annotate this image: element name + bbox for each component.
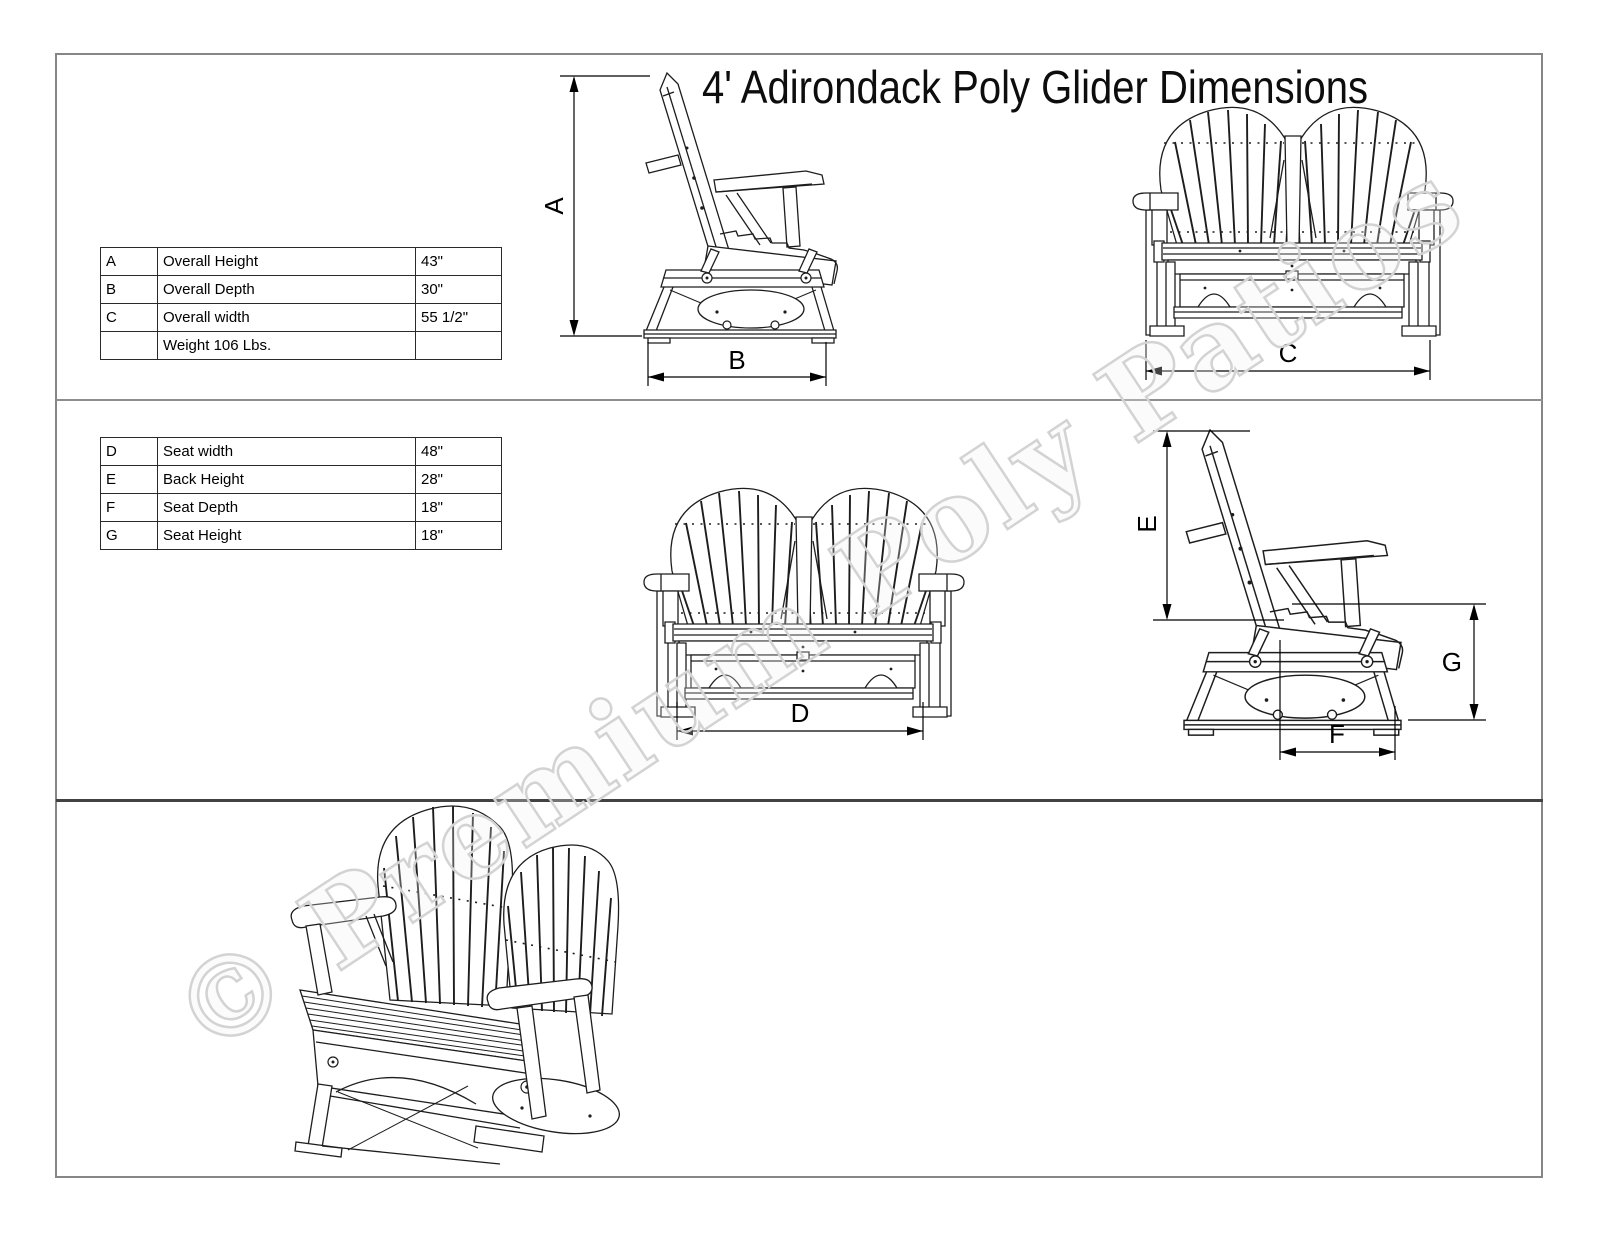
table-row: G Seat Height 18": [100, 521, 502, 550]
front-view-d: D: [643, 487, 965, 740]
empty-cell: [100, 331, 158, 360]
empty-cell: [415, 331, 502, 360]
dim-value-cell: 18": [415, 493, 502, 522]
dim-label-cell: Seat Depth: [157, 493, 416, 522]
dim-key-cell: D: [100, 437, 158, 466]
dim-key-cell: F: [100, 493, 158, 522]
dim-key-cell: B: [100, 275, 158, 304]
side-view-e-f-g: E G F: [1132, 429, 1486, 760]
overall-dimensions-table: A Overall Height 43" B Overall Depth 30"…: [100, 247, 502, 360]
seat-dimensions-table: D Seat width 48" E Back Height 28" F Sea…: [100, 437, 502, 550]
perspective-view: [290, 805, 620, 1165]
dim-label-e: E: [1132, 515, 1162, 532]
page-title: 4' Adirondack Poly Glider Dimensions: [702, 61, 1369, 113]
dim-key-cell: E: [100, 465, 158, 494]
dim-value-cell: 18": [415, 521, 502, 550]
table-row-weight: Weight 106 Lbs.: [100, 331, 502, 360]
dim-value-cell: 43": [415, 247, 502, 276]
dim-label-c: C: [1279, 338, 1298, 368]
section-divider-bottom: [56, 799, 1543, 802]
table-row: F Seat Depth 18": [100, 493, 502, 522]
dim-label-b: B: [728, 345, 745, 375]
dim-label-cell: Seat Height: [157, 521, 416, 550]
dim-label-a: A: [539, 197, 569, 215]
dim-label-f: F: [1329, 719, 1345, 749]
dim-value-cell: 30": [415, 275, 502, 304]
weight-note-cell: Weight 106 Lbs.: [157, 331, 416, 360]
dim-key-cell: C: [100, 303, 158, 332]
dim-label-d: D: [791, 698, 810, 728]
dim-value-cell: 28": [415, 465, 502, 494]
front-view-c: C: [1132, 106, 1454, 380]
dim-value-cell: 55 1/2": [415, 303, 502, 332]
dim-label-g: G: [1442, 647, 1462, 677]
section-divider-top: [56, 399, 1543, 401]
dim-label-cell: Seat width: [157, 437, 416, 466]
dim-key-cell: A: [100, 247, 158, 276]
side-view-a-b: A B: [539, 72, 839, 386]
